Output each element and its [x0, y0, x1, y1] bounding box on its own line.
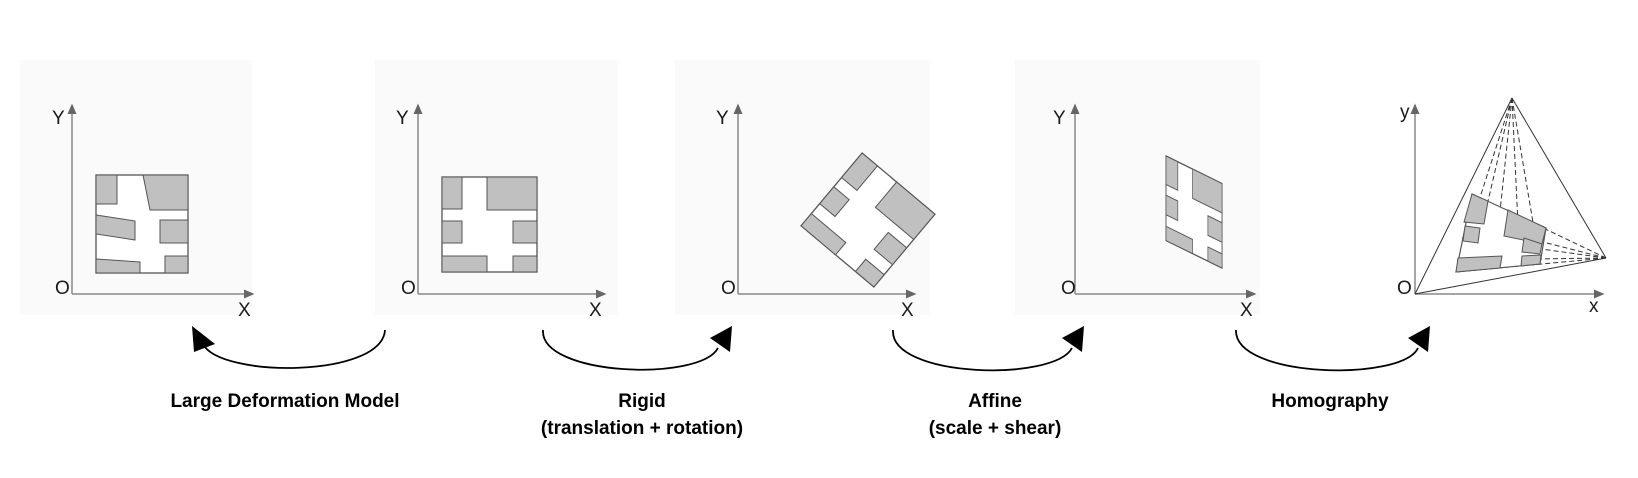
- transition-arrow-affine: [892, 326, 1084, 372]
- panel-homography: y x O: [1397, 97, 1607, 317]
- rotated-shape: [800, 152, 936, 288]
- y-axis-label: Y: [396, 108, 409, 129]
- panel-large-deformation: Y X O: [52, 103, 255, 321]
- transition-arrow-homography: [1235, 326, 1430, 372]
- y-axis-label: Y: [1053, 108, 1066, 129]
- origin-label: O: [401, 278, 416, 299]
- y-axis-label: Y: [52, 108, 65, 129]
- x-axis-label: X: [238, 300, 251, 321]
- caption-large-deformation: Large Deformation Model: [170, 391, 399, 412]
- transition-arrow-large-deformation: [192, 326, 386, 369]
- projected-shape: [1455, 193, 1547, 273]
- y-axis-label: y: [1400, 102, 1410, 123]
- transition-arrow-rigid: [542, 326, 732, 371]
- panel-rigid: Y X O: [396, 103, 607, 321]
- panel-scale-shear: Y X O: [1053, 103, 1257, 321]
- y-axis-label: Y: [716, 108, 729, 129]
- caption-affine-detail: (scale + shear): [929, 418, 1062, 439]
- x-axis-label: X: [901, 300, 914, 321]
- x-axis-label: x: [1589, 296, 1599, 317]
- sheared-shape: [1165, 155, 1223, 270]
- reference-shape: [441, 176, 538, 273]
- origin-label: O: [1397, 278, 1412, 299]
- caption-affine-title: Affine: [968, 391, 1022, 412]
- panel-affine: Y X O: [716, 103, 936, 321]
- x-axis-label: X: [1240, 300, 1253, 321]
- origin-label: O: [1061, 278, 1076, 299]
- caption-homography: Homography: [1271, 391, 1389, 412]
- x-axis-label: X: [589, 300, 602, 321]
- panel-4-background: [1015, 60, 1260, 315]
- origin-label: O: [55, 278, 70, 299]
- caption-rigid-title: Rigid: [618, 391, 666, 412]
- caption-rigid-detail: (translation + rotation): [541, 418, 743, 439]
- deformed-shape: [95, 174, 189, 274]
- origin-label: O: [721, 278, 736, 299]
